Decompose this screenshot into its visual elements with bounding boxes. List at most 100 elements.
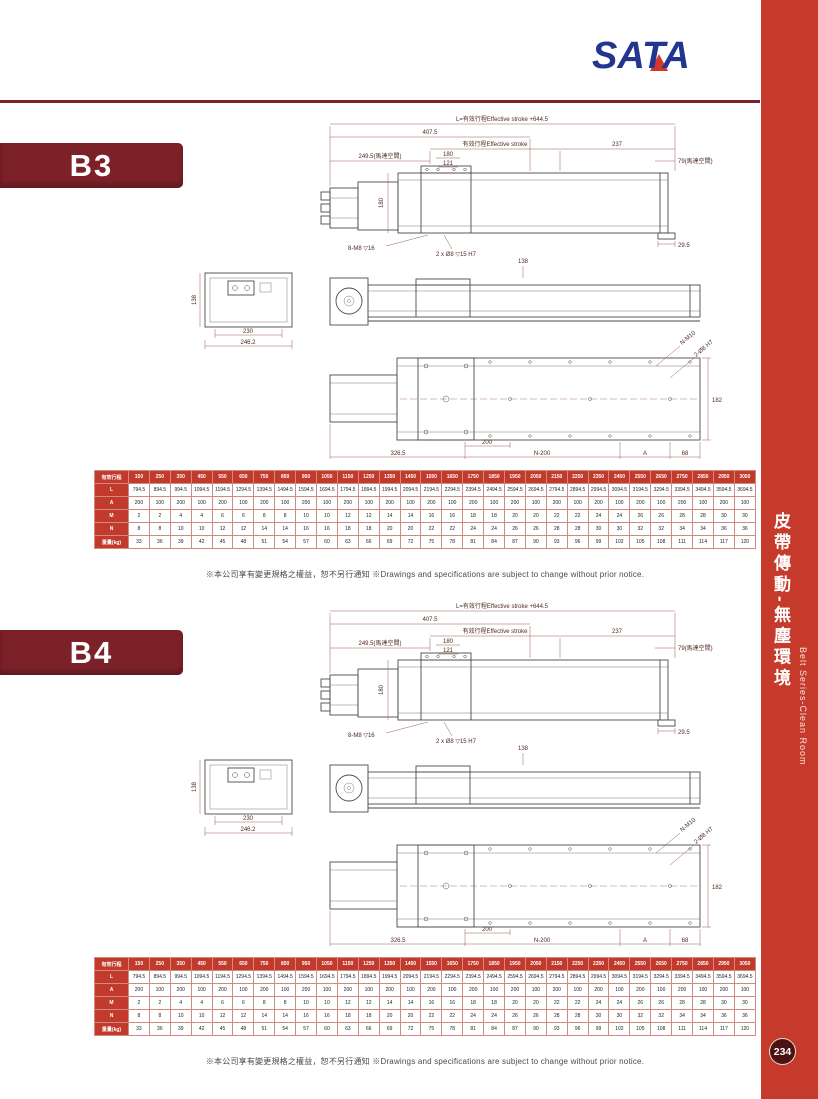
dim-180-side-label: 180 xyxy=(379,684,385,695)
spec-value-cell: 2 xyxy=(148,996,171,1010)
spec-value-cell: 111 xyxy=(671,535,694,549)
spec-value-cell: 12 xyxy=(357,996,380,1010)
spec-value-cell: 100 xyxy=(692,496,714,510)
spec-value-cell: 994.5 xyxy=(169,970,192,984)
spec-value-cell: 63 xyxy=(336,1022,359,1036)
disclaimer-text: ※本公司享有變更規格之權益，恕不另行通知 ※Drawings and speci… xyxy=(205,1057,645,1066)
spec-header-cell: 有效行程 xyxy=(94,957,129,971)
spec-value-cell: 16 xyxy=(295,1009,318,1023)
dim-stroke-label: 有效行程Effective stroke xyxy=(463,627,529,635)
dim-326-5-label: 326.5 xyxy=(390,938,406,944)
spec-value-cell: 2794.5 xyxy=(545,483,568,497)
spec-value-cell: 14 xyxy=(399,996,422,1010)
spec-value-cell: 34 xyxy=(692,1009,714,1023)
spec-value-cell: 28 xyxy=(545,522,568,536)
spec-value-cell: 200 xyxy=(336,983,359,997)
spec-header-cell: 1050 xyxy=(316,957,338,971)
spec-value-cell: 120 xyxy=(733,1022,757,1036)
spec-header-cell: 1650 xyxy=(441,957,464,971)
spec-value-cell: 100 xyxy=(733,496,757,510)
spec-value-cell: 200 xyxy=(671,983,694,997)
spec-value-cell: 10 xyxy=(295,996,318,1010)
spec-value-cell: 14 xyxy=(378,996,401,1010)
dim-326-5-label: 326.5 xyxy=(390,451,406,457)
spec-value-cell: 39 xyxy=(169,535,192,549)
spec-value-cell: 8 xyxy=(253,509,276,523)
spec-value-cell: 24 xyxy=(483,522,506,536)
spec-value-cell: 22 xyxy=(566,996,589,1010)
spec-value-cell: 14 xyxy=(399,509,422,523)
dim-200-label: 200 xyxy=(482,440,493,446)
spec-header-cell: 2350 xyxy=(587,957,610,971)
spec-value-cell: 20 xyxy=(378,522,401,536)
spec-value-cell: 100 xyxy=(357,983,380,997)
spec-value-cell: 200 xyxy=(253,496,276,510)
spec-value-cell: 28 xyxy=(566,522,589,536)
spec-value-cell: 200 xyxy=(587,983,610,997)
spec-value-cell: 200 xyxy=(587,496,610,510)
spec-header-cell: N xyxy=(94,522,129,536)
spec-value-cell: 72 xyxy=(399,535,422,549)
spec-value-cell: 117 xyxy=(712,1022,735,1036)
spec-header-cell: 750 xyxy=(253,470,276,484)
spec-value-cell: 81 xyxy=(462,1022,485,1036)
spec-value-cell: 102 xyxy=(608,1022,631,1036)
spec-header-cell: 2650 xyxy=(650,470,673,484)
spec-value-cell: 2094.5 xyxy=(399,970,422,984)
dim-407-5-label: 407.5 xyxy=(422,617,438,623)
spec-header-cell: 2250 xyxy=(566,957,589,971)
spec-value-cell: 100 xyxy=(524,983,547,997)
spec-header-cell: N xyxy=(94,1009,129,1023)
spec-value-cell: 100 xyxy=(232,496,255,510)
spec-value-cell: 1394.5 xyxy=(253,970,276,984)
spec-value-cell: 78 xyxy=(441,535,464,549)
spec-value-cell: 4 xyxy=(190,509,213,523)
spec-value-cell: 100 xyxy=(566,496,589,510)
spec-value-cell: 200 xyxy=(295,983,318,997)
spec-header-cell: 2450 xyxy=(608,957,631,971)
spec-value-cell: 1794.5 xyxy=(336,483,359,497)
note-2xo8-label: 2 x Ø8 ▽15 H7 xyxy=(436,252,477,258)
spec-value-cell: 48 xyxy=(232,535,255,549)
spec-value-cell: 117 xyxy=(712,535,735,549)
model-badge-b4: B4 xyxy=(0,630,183,675)
spec-value-cell: 54 xyxy=(274,1022,297,1036)
spec-value-cell: 10 xyxy=(169,522,192,536)
spec-header-cell: 2550 xyxy=(629,470,652,484)
spec-value-cell: 30 xyxy=(733,996,757,1010)
spec-header-cell: 1150 xyxy=(336,957,359,971)
spec-value-cell: 100 xyxy=(316,496,338,510)
dim-138-end-label: 138 xyxy=(192,781,198,792)
side-view-dimensions: L=有效行程Effective stroke +644.5 407.5 有效行程… xyxy=(329,602,713,745)
front-view: 138 xyxy=(329,746,701,813)
spec-value-cell: 8 xyxy=(253,996,276,1010)
spec-value-cell: 100 xyxy=(608,496,631,510)
spec-value-cell: 36 xyxy=(712,522,735,536)
spec-header-cell: 150 xyxy=(128,470,150,484)
spec-value-cell: 10 xyxy=(316,509,338,523)
note-2xo8-label: 2 x Ø8 ▽15 H7 xyxy=(436,739,477,745)
spec-value-cell: 8 xyxy=(128,1009,150,1023)
spec-value-cell: 1494.5 xyxy=(274,970,297,984)
spec-header-cell: 3050 xyxy=(733,957,757,971)
dim-n200-label: N-200 xyxy=(534,451,551,457)
end-view: 138 230 246.2 xyxy=(192,272,293,349)
spec-header-cell: 950 xyxy=(295,957,318,971)
spec-value-cell: 200 xyxy=(128,983,150,997)
dim-138-front-label: 138 xyxy=(518,259,529,265)
spec-value-cell: 10 xyxy=(190,1009,213,1023)
spec-value-cell: 8 xyxy=(274,996,297,1010)
spec-value-cell: 2294.5 xyxy=(441,483,464,497)
spec-value-cell: 84 xyxy=(483,1022,506,1036)
dim-29-5-label: 29.5 xyxy=(678,730,690,736)
spec-value-cell: 2694.5 xyxy=(524,483,547,497)
spec-header-cell: 2450 xyxy=(608,470,631,484)
spec-value-cell: 12 xyxy=(211,522,234,536)
spec-value-cell: 6 xyxy=(211,996,234,1010)
